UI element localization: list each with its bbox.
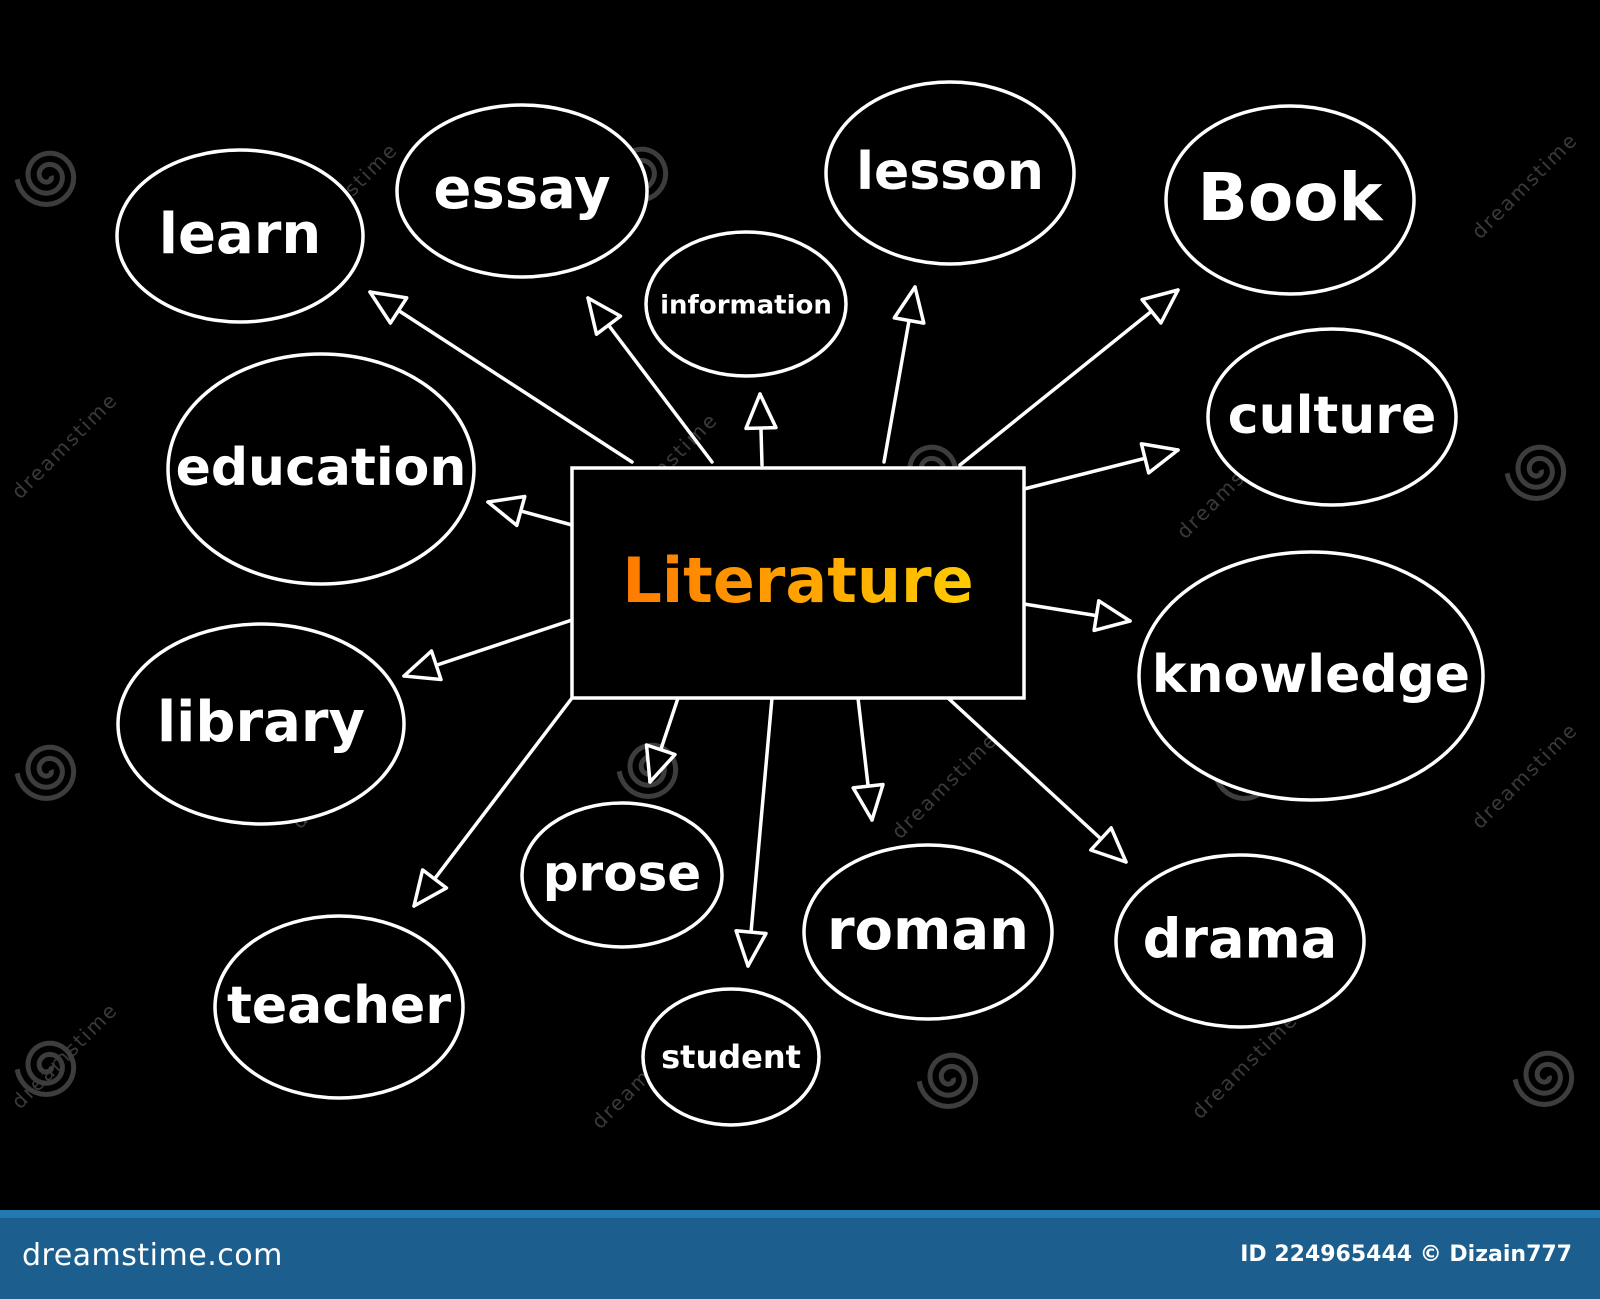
node-label: library (157, 690, 365, 755)
node-library: library (116, 622, 406, 826)
node-label: Book (1198, 159, 1385, 236)
node-learn: learn (115, 148, 365, 324)
arrowhead-knowledge (1092, 599, 1132, 633)
watermark-spiral-icon (916, 1052, 979, 1110)
node-drama: drama (1114, 853, 1366, 1029)
node-oval (1164, 104, 1416, 296)
watermark-spiral-icon (14, 150, 77, 208)
node-essay: essay (395, 103, 649, 279)
watermark-spiral-icon (14, 1040, 77, 1098)
node-oval (116, 622, 406, 826)
node-oval (1137, 550, 1485, 802)
arrowhead-library (402, 649, 443, 682)
node-label: knowledge (1152, 645, 1470, 705)
node-oval (1206, 327, 1458, 507)
node-culture: culture (1206, 327, 1458, 507)
node-label: student (661, 1038, 801, 1076)
watermark-text: dreamstime (7, 997, 123, 1113)
node-label: teacher (227, 976, 451, 1036)
footer-bar: dreamstime.com ID 224965444 © Dizain777 (0, 1210, 1600, 1299)
node-oval (641, 987, 821, 1127)
node-label: drama (1143, 908, 1337, 971)
node-label: culture (1228, 386, 1436, 446)
edge-learn (368, 290, 634, 464)
footer-brand[interactable]: dreamstime.com (22, 1238, 283, 1273)
watermark-spiral-icon (14, 744, 77, 802)
arrowhead-culture (1139, 442, 1180, 475)
node-oval (213, 914, 465, 1100)
node-prose: prose (520, 801, 724, 949)
node-label: roman (827, 898, 1029, 963)
center-label: Literature (622, 544, 973, 617)
watermark-text: dreamstime (1467, 127, 1583, 243)
node-label: education (176, 438, 467, 498)
node-student: student (641, 987, 821, 1127)
edge-student (746, 696, 774, 968)
node-oval (802, 843, 1054, 1021)
node-oval (166, 352, 476, 586)
arrowhead-learn (368, 290, 409, 325)
node-layer: learn essay information lesson Book culture ed… (115, 80, 1485, 1127)
node-label: essay (433, 157, 610, 222)
mind-map-diagram: dreamstime dreamstime dreamstime dreamstime… (7, 80, 1583, 1134)
watermark-text: dreamstime (887, 727, 1003, 843)
node-knowledge: knowledge (1137, 550, 1485, 802)
node-oval (644, 230, 848, 378)
footer-image-id: ID 224965444 © Dizain777 (1240, 1242, 1572, 1267)
node-lesson: lesson (824, 80, 1076, 266)
node-label: lesson (856, 142, 1044, 202)
node-oval (824, 80, 1076, 266)
center-node: Literature (570, 466, 1026, 700)
arrowhead-essay (586, 296, 623, 336)
edge-book (958, 288, 1180, 467)
node-oval (115, 148, 365, 324)
watermark-spiral-icon (1512, 1050, 1575, 1108)
center-box (570, 466, 1026, 700)
node-label: prose (543, 845, 701, 903)
arrowhead-teacher (412, 868, 449, 908)
arrowhead-student (734, 929, 768, 968)
watermark-spiral-icon (1504, 444, 1567, 502)
arrowhead-information (744, 392, 778, 431)
node-education: education (166, 352, 476, 586)
node-label: learn (159, 202, 321, 267)
node-book: Book (1164, 104, 1416, 296)
arrowhead-book (1140, 288, 1180, 325)
node-information: information (644, 230, 848, 378)
arrowhead-roman (851, 782, 885, 822)
arrowhead-education (486, 494, 527, 528)
node-roman: roman (802, 843, 1054, 1021)
edge-layer (368, 285, 1180, 968)
node-oval (395, 103, 649, 279)
watermark-text: dreamstime (1467, 717, 1583, 833)
mind-map-board: dreamstime dreamstime dreamstime dreamstime… (6, 80, 1583, 1134)
watermark-spiral-icon (616, 742, 679, 800)
node-label: information (660, 291, 832, 321)
node-oval (1114, 853, 1366, 1029)
watermark-text: dreamstime (7, 387, 123, 503)
edge-drama (946, 696, 1128, 864)
arrowhead-prose (644, 743, 677, 784)
arrowhead-drama (1089, 826, 1128, 864)
arrowhead-lesson (892, 285, 926, 325)
edge-teacher (412, 696, 574, 908)
node-teacher: teacher (213, 914, 465, 1100)
node-oval (520, 801, 724, 949)
